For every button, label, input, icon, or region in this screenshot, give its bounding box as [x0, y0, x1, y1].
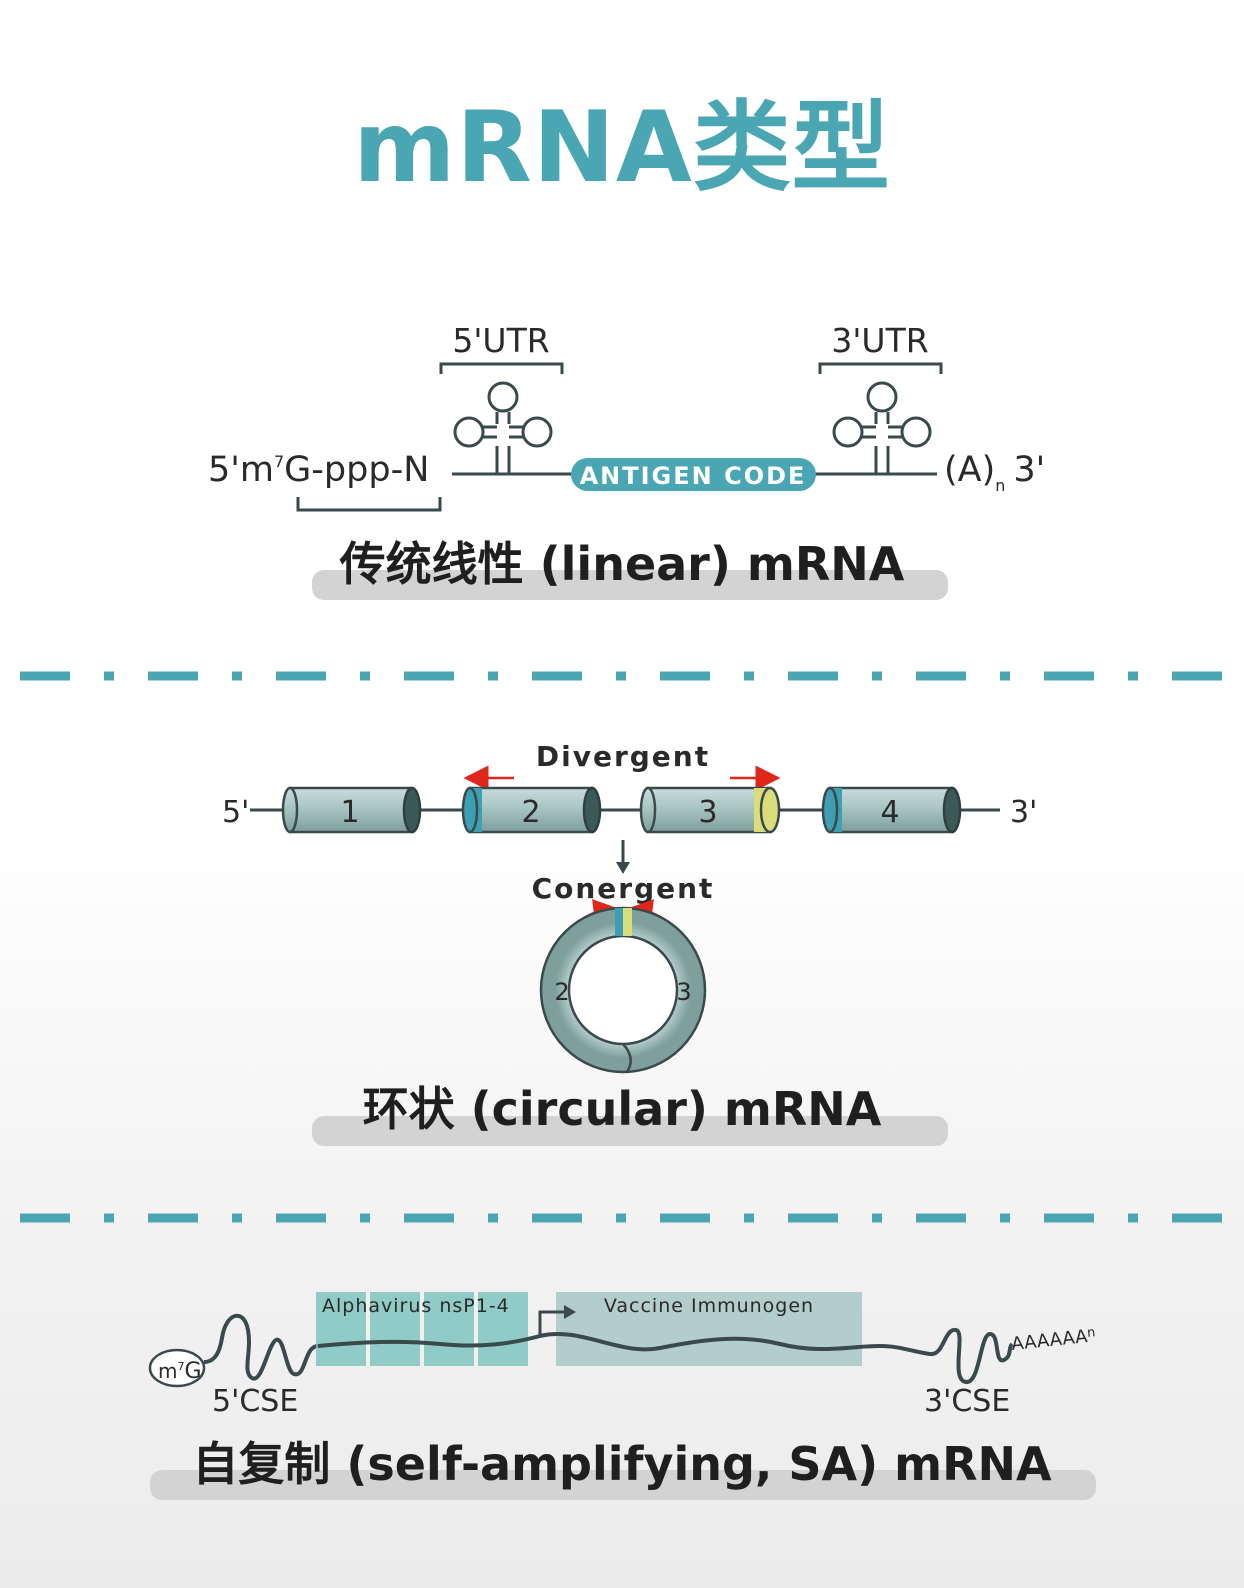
exon-3-label: 3 — [698, 795, 717, 830]
sa-polya-label: AAAAAAn — [1010, 1325, 1096, 1355]
linear-section: 5'UTR 3'UTR 5'm7G-ppp-N — [208, 321, 1045, 600]
five-utr-bracket — [439, 362, 564, 374]
sa-cap-ellipse — [148, 1348, 206, 1388]
exon-4-label: 4 — [880, 795, 899, 830]
five-utr-label: 5'UTR — [452, 321, 549, 360]
cap-bracket — [296, 497, 442, 512]
three-end-label: 3' — [1010, 795, 1037, 830]
five-end-label: 5' — [222, 795, 249, 830]
vaccine-box — [556, 1292, 862, 1366]
antigen-code-label: ANTIGEN CODE — [580, 462, 807, 490]
vaccine-label: Vaccine Immunogen — [604, 1295, 814, 1317]
exon-2-label: 2 — [521, 795, 540, 830]
promoter-arrow-head — [564, 1305, 576, 1319]
three-utr-bracket — [818, 362, 943, 374]
nsp-label: Alphavirus nsP1-4 — [322, 1295, 510, 1317]
five-cse-label: 5'CSE — [212, 1384, 298, 1419]
conergent-label: Conergent — [532, 872, 715, 905]
three-utr-label: 3'UTR — [831, 321, 928, 360]
ring-left-label: 2 — [554, 978, 569, 1006]
cap-label: 5'm7G-ppp-N — [208, 450, 429, 490]
circular-rna-ring: 2 3 — [539, 906, 707, 1074]
five-cse-strand — [203, 1313, 319, 1381]
three-utr-stem-loop — [832, 381, 932, 474]
circular-label: 环状 (circular) mRNA — [362, 1082, 882, 1136]
nsp-boxes — [316, 1292, 528, 1366]
sa-label: 自复制 (self-amplifying, SA) mRNA — [192, 1437, 1052, 1491]
ring-right-label: 3 — [676, 978, 691, 1006]
sa-label-bar — [150, 1470, 1096, 1500]
five-utr-stem-loop — [453, 381, 553, 474]
circular-section: Divergent 5' 3' 1 2 — [222, 740, 1037, 1146]
down-arrow-head — [616, 862, 630, 874]
exon-4: 4 — [821, 786, 962, 834]
sa-section: m7G Alphavirus nsP1-4 Vaccine Immunogen … — [148, 1292, 1096, 1500]
page-title: mRNA类型 — [353, 91, 891, 205]
linear-label-bar — [312, 570, 948, 600]
sa-strand — [317, 1331, 881, 1352]
exon-3: 3 — [639, 786, 781, 834]
exon-2: 2 — [461, 786, 602, 834]
linear-label: 传统线性 (linear) mRNA — [339, 537, 905, 591]
exon-1: 1 — [281, 786, 422, 834]
exon-1-label: 1 — [340, 795, 359, 830]
three-cse-label: 3'CSE — [924, 1384, 1010, 1419]
divergent-label: Divergent — [536, 740, 710, 773]
promoter-arrow — [538, 1310, 564, 1336]
three-cse-strand — [879, 1328, 1014, 1384]
circular-label-bar — [312, 1116, 948, 1146]
antigen-code-pill — [571, 458, 816, 491]
sa-cap-label: m7G — [158, 1359, 202, 1384]
